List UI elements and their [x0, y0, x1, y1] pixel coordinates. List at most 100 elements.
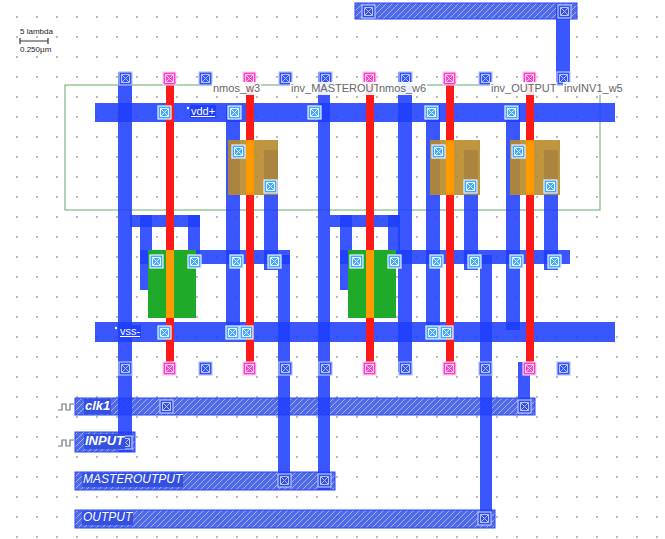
poly-gate: [526, 78, 534, 370]
diffusion-contact-cross: [433, 258, 441, 266]
diffusion-contact-cross: [435, 148, 443, 156]
gate-overlap: [526, 140, 534, 195]
poly-contact-cross: [446, 365, 454, 373]
pin-symbol: [58, 404, 74, 410]
diffusion-contact-square: [350, 255, 363, 268]
diffusion-contact-square: [548, 255, 561, 268]
diffusion-contact: [232, 145, 245, 158]
diffusion-contact-square: [150, 255, 163, 268]
pmos-active: [228, 140, 278, 195]
pmos-active: [510, 140, 560, 195]
diffusion-contact: [426, 326, 439, 339]
rail-name: vdd+: [190, 105, 216, 118]
gate-overlap: [446, 140, 454, 195]
via-contact-square: [557, 362, 570, 375]
diffusion-contact-square: [432, 145, 445, 158]
bus-contact-cross: [521, 403, 529, 411]
via-contact: [199, 72, 212, 85]
gate-overlap-group: [166, 140, 534, 318]
signal-bus-group: [75, 3, 577, 528]
via-contact-cross: [322, 365, 330, 373]
bus-contact-square: [478, 512, 491, 525]
poly-contact: [443, 362, 456, 375]
diffusion-contact-cross: [515, 148, 523, 156]
signal-name: INPUT: [84, 434, 125, 449]
diffusion-contact: [505, 106, 518, 119]
poly-contact: [523, 362, 536, 375]
via-contact-cross: [482, 75, 490, 83]
scale-label: 0.250µm: [19, 45, 52, 54]
poly-contact-cross: [446, 75, 454, 83]
diffusion-contact: [510, 255, 523, 268]
diffusion-contact: [425, 106, 438, 119]
poly-contact: [443, 72, 456, 85]
via-contact-square: [479, 362, 492, 375]
pmos-active-group: [228, 140, 560, 195]
diffusion-contact: [468, 255, 481, 268]
via-contact: [319, 362, 332, 375]
via-contact-square: [119, 72, 132, 85]
poly-contact-square: [243, 362, 256, 375]
via-contact-square: [119, 362, 132, 375]
signal-bus: [75, 472, 335, 490]
diffusion-contact-square: [425, 106, 438, 119]
via-contact-square: [279, 362, 292, 375]
diffusion-contact-cross: [429, 329, 437, 337]
bus-contact-square: [318, 474, 331, 487]
diffusion-contact: [432, 145, 445, 158]
poly-contact: [243, 362, 256, 375]
poly-contact: [163, 362, 176, 375]
diffusion-contact: [226, 326, 239, 339]
metal-wire-group: [95, 5, 615, 520]
via-contact: [119, 362, 132, 375]
diffusion-contact-square: [226, 326, 239, 339]
diffusion-contact: [188, 255, 201, 268]
metal-wire: [118, 72, 132, 452]
metal-wire: [506, 105, 520, 330]
via-contact: [119, 72, 132, 85]
bus-contact-square: [160, 400, 173, 413]
signal-bus: [355, 3, 577, 19]
nmos-active-group: [148, 250, 396, 318]
metal-wire: [330, 215, 400, 227]
diffusion-contact: [230, 255, 243, 268]
diffusion-contact: [440, 326, 453, 339]
via-contact-cross: [402, 365, 410, 373]
poly-contact-group: [163, 72, 536, 375]
diffusion-contact-cross: [191, 258, 199, 266]
poly-contact-cross: [526, 365, 534, 373]
via-contact-cross: [482, 365, 490, 373]
via-contact-square: [199, 362, 212, 375]
scale-label: 5 lambda: [19, 27, 54, 36]
diffusion-contact: [158, 326, 171, 339]
via-contact: [279, 362, 292, 375]
via-contact-cross: [122, 75, 130, 83]
instance-name: inv_MASTEROUT: [290, 82, 381, 95]
bus-contact: [478, 512, 491, 525]
diffusion-contact-cross: [231, 109, 239, 117]
diffusion-contact-square: [510, 255, 523, 268]
diffusion-contact-square: [430, 255, 443, 268]
diffusion-contact: [388, 255, 401, 268]
metal-wire: [426, 105, 440, 330]
diffusion-contact-cross: [443, 329, 451, 337]
via-contact: [199, 362, 212, 375]
diffusion-contact-square: [440, 326, 453, 339]
diffusion-contact: [430, 255, 443, 268]
metal-wire: [398, 72, 412, 372]
instance-name: invINV1_w5: [563, 82, 624, 95]
diffusion-contact-square: [240, 326, 253, 339]
port-dot: [115, 327, 117, 329]
bus-contact-cross: [365, 8, 373, 16]
bus-contact: [278, 474, 291, 487]
scale-bar: [20, 38, 48, 44]
diffusion-contact: [548, 255, 561, 268]
gate-overlap: [166, 250, 174, 318]
diffusion-contact-cross: [471, 258, 479, 266]
bus-contact-square: [518, 400, 531, 413]
diffusion-contact-cross: [508, 109, 516, 117]
diffusion-contact: [512, 145, 525, 158]
diffusion-contact-square: [468, 255, 481, 268]
